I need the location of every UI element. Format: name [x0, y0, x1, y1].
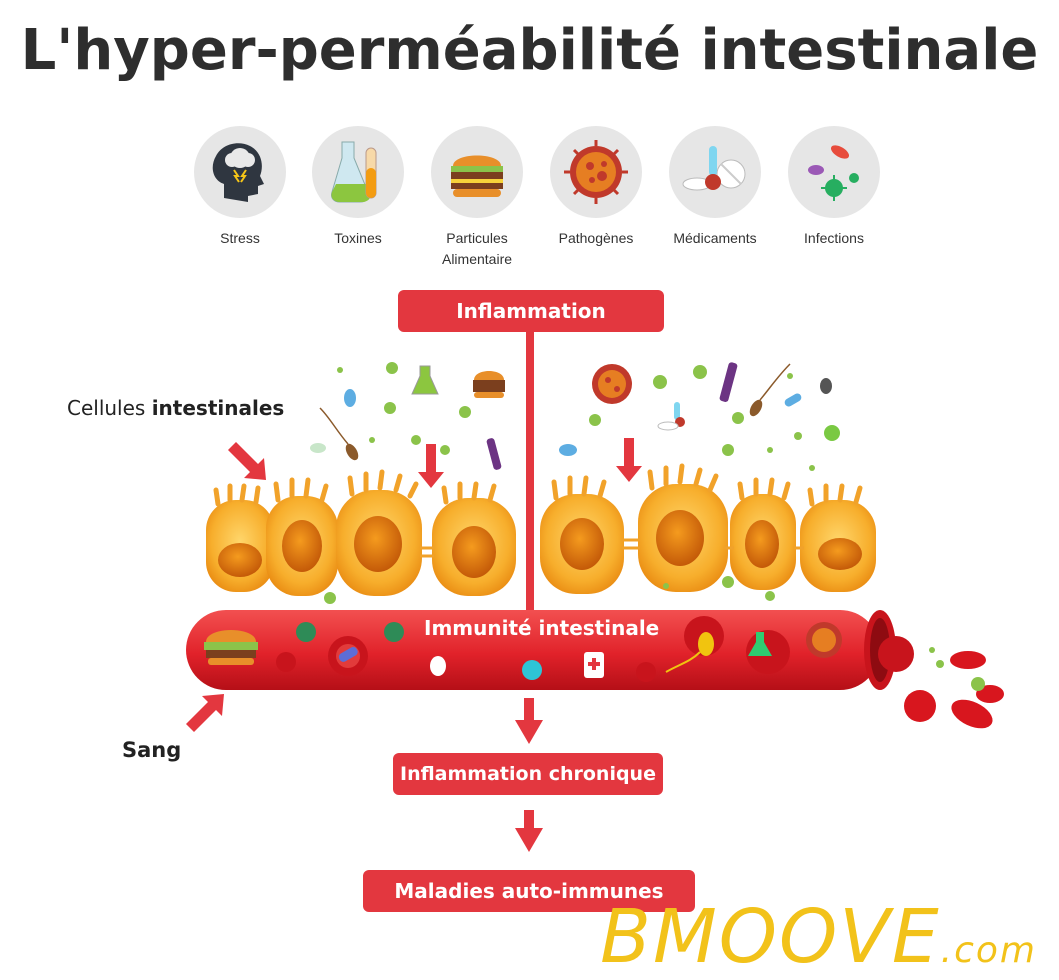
bacteria-icon	[788, 126, 880, 218]
entry-arrows	[186, 438, 642, 732]
cells-label-plain: Cellules	[67, 396, 152, 420]
vessel-label: Immunité intestinale	[424, 616, 660, 640]
brand-suffix: .com	[940, 930, 1037, 971]
flow-arrows	[515, 698, 543, 852]
factor-infections: Infections	[774, 126, 894, 249]
intestinal-cells	[206, 463, 876, 596]
factor-icons-row: Stress Toxines Particules Alimentaire	[190, 126, 890, 276]
head-stress-icon	[194, 126, 286, 218]
factor-label: Stress	[220, 230, 260, 246]
cells-label-bold: intestinales	[151, 396, 285, 420]
factor-particules: Particules Alimentaire	[417, 126, 537, 270]
factor-medicaments: Médicaments	[655, 126, 775, 249]
virus-icon	[550, 126, 642, 218]
factor-label: Infections	[804, 230, 864, 246]
particles	[310, 362, 840, 471]
burger-icon	[431, 126, 523, 218]
factor-label: Toxines	[334, 230, 382, 246]
brand-logo: BMOOVE.com	[600, 894, 1037, 980]
pills-icon	[669, 126, 761, 218]
factor-toxines: Toxines	[298, 126, 418, 249]
autoimmune-box: Maladies auto-immunes	[363, 870, 695, 912]
page-title: L'hyper-perméabilité intestinale	[20, 18, 1039, 83]
factor-pathogenes: Pathogènes	[536, 126, 656, 249]
blood-vessel	[186, 610, 914, 690]
factor-stress: Stress	[180, 126, 300, 249]
cells-label: Cellules intestinales	[67, 396, 284, 420]
blood-label: Sang	[122, 738, 182, 762]
brand-main: BMOOVE	[600, 894, 941, 980]
factor-label: Pathogènes	[558, 230, 634, 246]
factor-label: Particules Alimentaire	[441, 230, 513, 267]
factor-label: Médicaments	[673, 230, 757, 246]
connector-line	[526, 330, 534, 612]
test-tubes-icon	[312, 126, 404, 218]
chronic-inflammation-box: Inflammation chronique	[393, 753, 663, 795]
sang-arrow	[186, 694, 224, 732]
outflow-cells	[324, 576, 1004, 729]
inflammation-box: Inflammation	[398, 290, 664, 332]
